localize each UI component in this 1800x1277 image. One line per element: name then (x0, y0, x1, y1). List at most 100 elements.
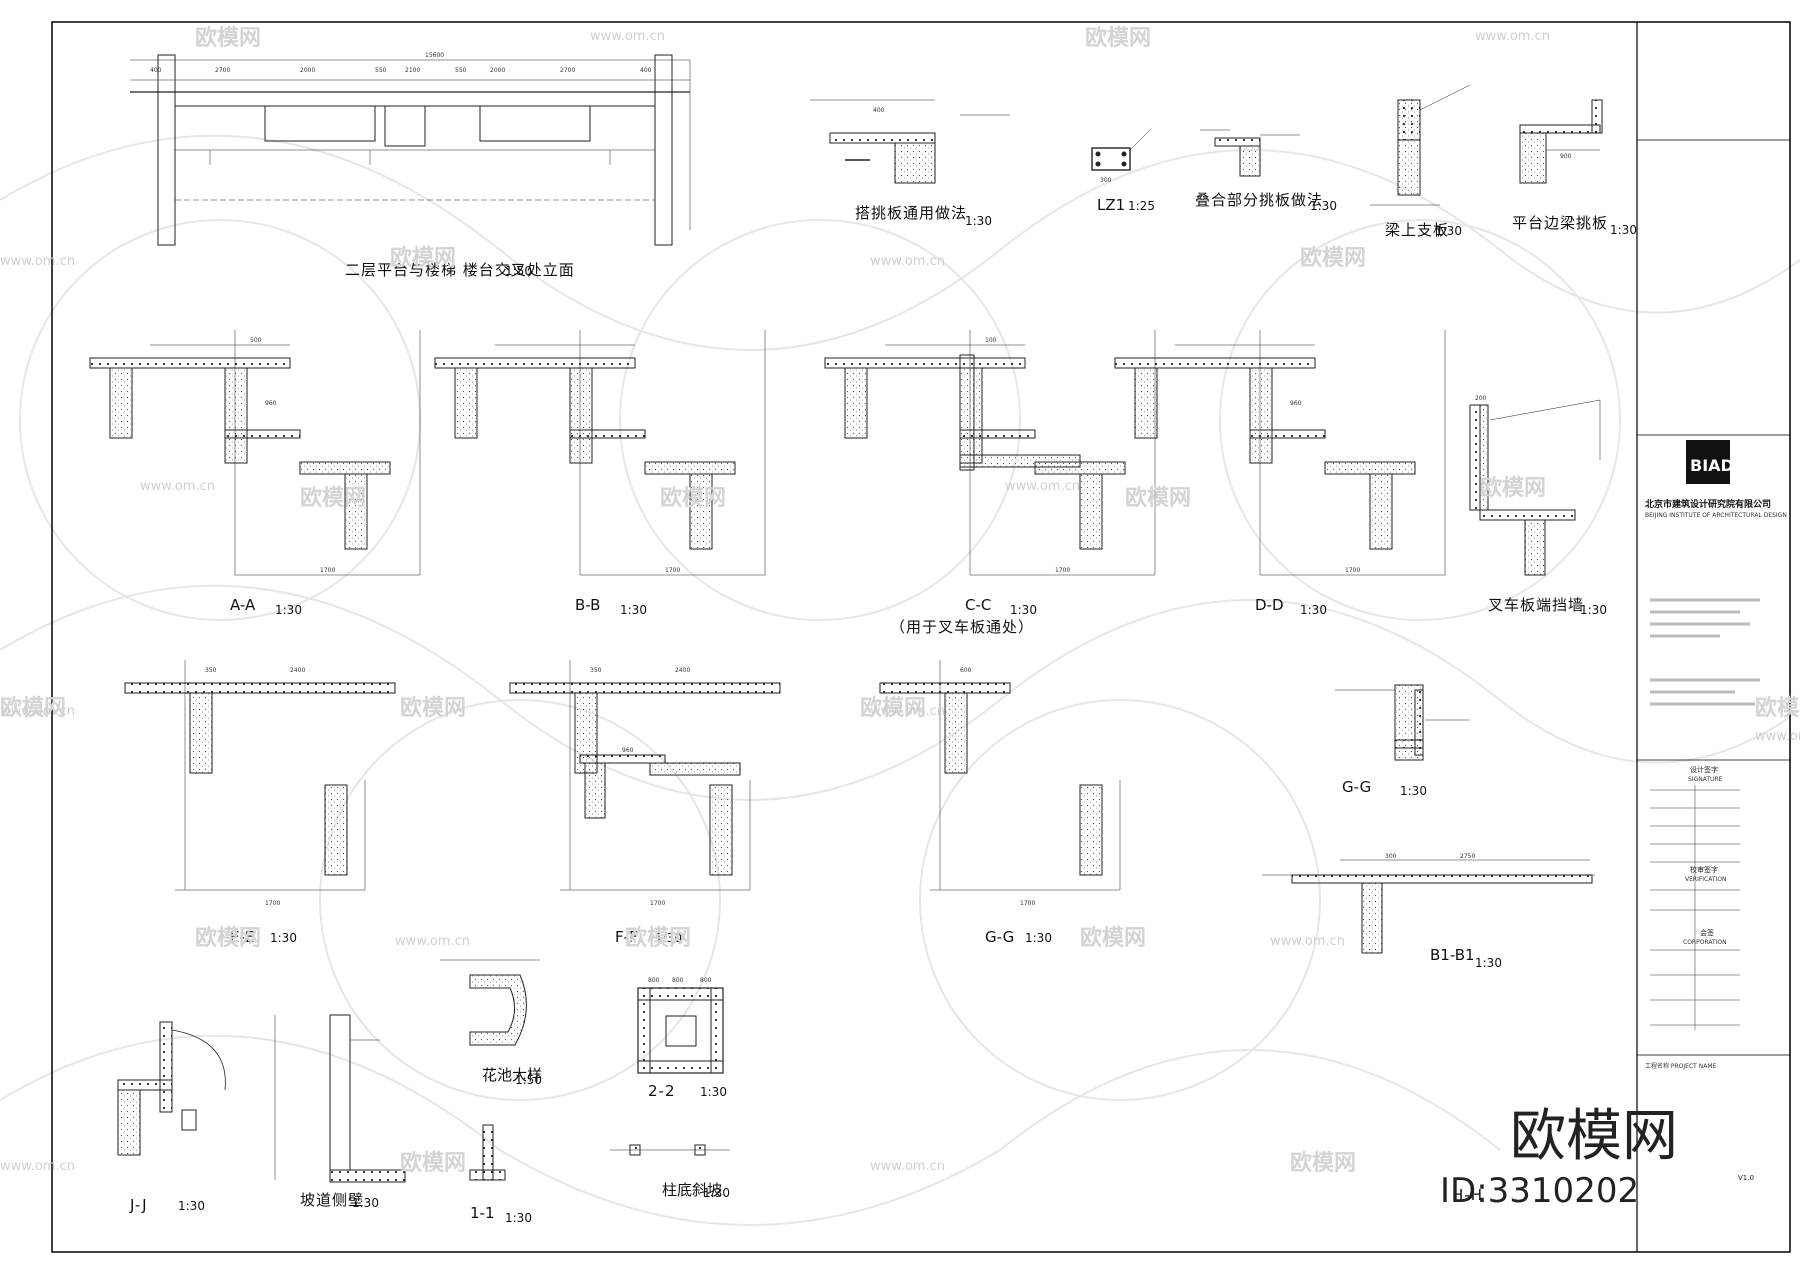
elev-seg-dim: 2000 (490, 67, 505, 74)
watermark-url: www.om.cn (590, 29, 665, 44)
scale-beam-slab: 1:30 (1435, 224, 1462, 238)
scale-section: 1:30 (270, 931, 297, 945)
scale-cantilever: 1:30 (965, 214, 992, 228)
dim-col: 800 (700, 977, 712, 984)
watermark-url: www.om.cn (395, 934, 470, 949)
watermark-brand: 欧模网 (1085, 25, 1151, 51)
detail-beam-slab (1370, 84, 1471, 206)
company-name-cn: 北京市建筑设计研究院有限公司 (1645, 498, 1771, 510)
biad-logo: BIAD (1690, 456, 1734, 475)
watermark-url: www.om.cn (0, 704, 75, 719)
elev-seg-dim: 400 (150, 67, 162, 74)
title-jj: B1-B1 (1430, 946, 1475, 964)
detail-section-F-F (509, 660, 781, 891)
title-column: 2-2 (648, 1082, 676, 1100)
detail-s11 (440, 959, 540, 1046)
scale-b1b1: 1:30 (1400, 784, 1427, 798)
dim-mid: 960 (1290, 400, 1302, 407)
version-label: V1.0 (1738, 1174, 1754, 1182)
detail-jj (1262, 859, 1595, 954)
watermark-brand: 欧模网 (195, 25, 261, 51)
coop-header: 会签 (1700, 928, 1714, 937)
title-section: G-G (985, 928, 1014, 946)
watermark-brand: 欧模网 (660, 485, 726, 511)
scale-section: 1:30 (1025, 931, 1052, 945)
detail-planter (274, 1014, 406, 1183)
company-name-en: BEIJING INSTITUTE OF ARCHITECTURAL DESIG… (1645, 512, 1787, 519)
watermark-brand: 欧模网 (1300, 245, 1366, 271)
watermark-brand: 欧模网 (390, 245, 456, 271)
title-beam-slab: 梁上支板 (1385, 221, 1449, 239)
dim-mid: 960 (265, 400, 277, 407)
detail-b1b1 (1335, 684, 1470, 761)
dim-span: 1700 (1345, 567, 1360, 574)
dim-span: 1700 (320, 567, 335, 574)
elev-seg-dim: 2100 (405, 67, 420, 74)
scale-laminated: 1:30 (1310, 199, 1337, 213)
watermark-brand: 欧模网 (1755, 695, 1800, 721)
dim-col: 800 (672, 977, 684, 984)
title-node: H-H (1452, 1186, 1483, 1204)
title-section: F-F (615, 928, 638, 946)
coop-header-en: CORPORATION (1683, 939, 1727, 946)
detail-section-G-G (879, 660, 1121, 891)
watermark-url: www.om.cn (1270, 934, 1345, 949)
sign-header: 设计签字 (1690, 765, 1718, 774)
watermark-brand: 欧模网 (400, 695, 466, 721)
title-section: B-B (575, 596, 600, 614)
dim-platform: 900 (1560, 153, 1572, 160)
detail-section-E-E (124, 660, 396, 891)
elev-seg-dim: 400 (640, 67, 652, 74)
watermark-brand: 欧模网 (195, 925, 261, 951)
elev-seg-dim: 2700 (215, 67, 230, 74)
watermark-url: www.om.cn (1475, 29, 1550, 44)
watermark-url: www.om.cn (870, 1159, 945, 1174)
watermark-url: www.om.cn (0, 1159, 75, 1174)
watermark-big-brand: 欧模网 (1510, 1104, 1678, 1169)
dim-b: 2400 (675, 667, 690, 674)
sheet-border (51, 21, 1791, 1253)
dim-col: 800 (648, 977, 660, 984)
dim-top: 100 (985, 337, 997, 344)
dim-cantilever: 400 (873, 107, 885, 114)
dim-span: 1700 (265, 900, 280, 907)
detail-s22 (469, 1124, 506, 1181)
title-b1b1: G-G (1342, 778, 1371, 796)
scale-s11: 1:50 (515, 1073, 542, 1087)
dim-span: 1700 (1055, 567, 1070, 574)
title-section: C-C (965, 596, 991, 614)
title-section: E-E (230, 928, 254, 946)
section-note: （用于叉车板通处） (890, 618, 1034, 636)
title-cantilever: 搭挑板通用做法 (855, 204, 967, 222)
detail-column (637, 987, 724, 1074)
scale-stair-elevation: 1:50 (505, 264, 532, 278)
scale-column: 1:30 (700, 1085, 727, 1099)
watermark-brand: 欧模网 (860, 695, 926, 721)
scale-lz1: 1:25 (1128, 199, 1155, 213)
dim-b: 2400 (290, 667, 305, 674)
scale-forklift: 1:30 (1580, 603, 1607, 617)
title-block: BIAD 北京市建筑设计研究院有限公司 BEIJING INSTITUTE OF… (1637, 139, 1790, 1182)
detail-cantilever (810, 99, 1010, 184)
watermark-brand: 欧模网 (625, 925, 691, 951)
scale-section: 1:30 (275, 603, 302, 617)
dim-span: 1700 (665, 567, 680, 574)
title-section: A-A (230, 596, 256, 614)
elev-seg-dim: 2000 (300, 67, 315, 74)
detail-section-D-D (1114, 330, 1446, 576)
detail-platform (1519, 99, 1603, 184)
watermark-arcs (0, 134, 1800, 1226)
verify-header: 校审签字 (1690, 865, 1718, 874)
watermark-brand: 欧模网 (0, 695, 66, 721)
watermark-brand: 欧模网 (1080, 925, 1146, 951)
watermark-brand: 欧模网 (300, 485, 366, 511)
watermark-url: www.om.cn (0, 254, 75, 269)
elev-seg-dim: 2700 (560, 67, 575, 74)
watermark-brand: 欧模网 (400, 1150, 466, 1176)
dim-forklift: 200 (1475, 395, 1487, 402)
dim-span: 1700 (1020, 900, 1035, 907)
title-section: D-D (1255, 596, 1284, 614)
scale-section: 1:30 (655, 931, 682, 945)
